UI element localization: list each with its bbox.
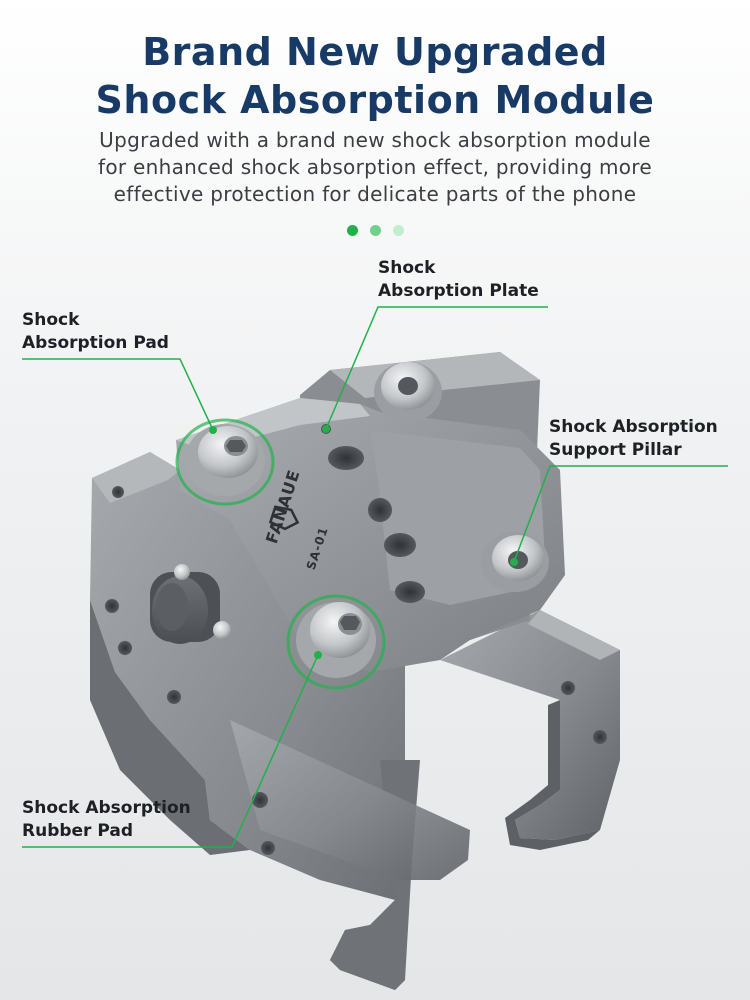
- callout-plate-line-2: Absorption Plate: [378, 281, 539, 301]
- title-line-2: Shock Absorption Module: [95, 78, 655, 122]
- callout-label-pad: Shock Absorption Pad: [22, 309, 169, 355]
- callout-pillar-line-2: Support Pillar: [549, 440, 682, 460]
- callout-label-rubber: Shock Absorption Rubber Pad: [22, 797, 191, 843]
- callout-plate-line-1: Shock: [378, 258, 436, 278]
- subtitle-line-2: for enhanced shock absorption effect, pr…: [98, 155, 652, 179]
- callout-pillar-line-1: Shock Absorption: [549, 417, 718, 437]
- subtitle-line-3: effective protection for delicate parts …: [113, 182, 637, 206]
- callout-rubber-line-1: Shock Absorption: [22, 798, 191, 818]
- callout-pad-line-2: Absorption Pad: [22, 333, 169, 353]
- support-pillar-screw-top: [374, 362, 442, 422]
- leader-pillar: [513, 465, 728, 563]
- shock-absorption-pad-bottom: [286, 594, 386, 690]
- leader-plate: [325, 306, 548, 430]
- clamp-right-arm: [440, 610, 620, 850]
- carousel-dot[interactable]: [392, 225, 404, 236]
- callout-label-pillar: Shock Absorption Support Pillar: [549, 416, 718, 462]
- carousel-dots: [0, 221, 750, 236]
- locking-knob: [150, 564, 231, 644]
- callout-pad-line-1: Shock: [22, 310, 80, 330]
- leader-pad: [22, 358, 214, 431]
- brand-logo: [268, 505, 300, 531]
- page-subtitle: Upgraded with a brand new shock absorpti…: [40, 127, 710, 208]
- frame-mounting-holes: [105, 486, 607, 855]
- page-title: Brand New Upgraded Shock Absorption Modu…: [0, 28, 750, 124]
- leader-rubber: [22, 654, 319, 848]
- callout-leaders: [22, 306, 728, 848]
- callout-label-plate: Shock Absorption Plate: [378, 257, 539, 303]
- shock-absorption-pad-top-left: [175, 418, 275, 506]
- title-line-1: Brand New Upgraded: [142, 30, 608, 74]
- callout-rubber-line-2: Rubber Pad: [22, 821, 134, 841]
- subtitle-line-1: Upgraded with a brand new shock absorpti…: [99, 128, 651, 152]
- carousel-dot-active[interactable]: [346, 225, 358, 236]
- carousel-dot[interactable]: [369, 225, 381, 236]
